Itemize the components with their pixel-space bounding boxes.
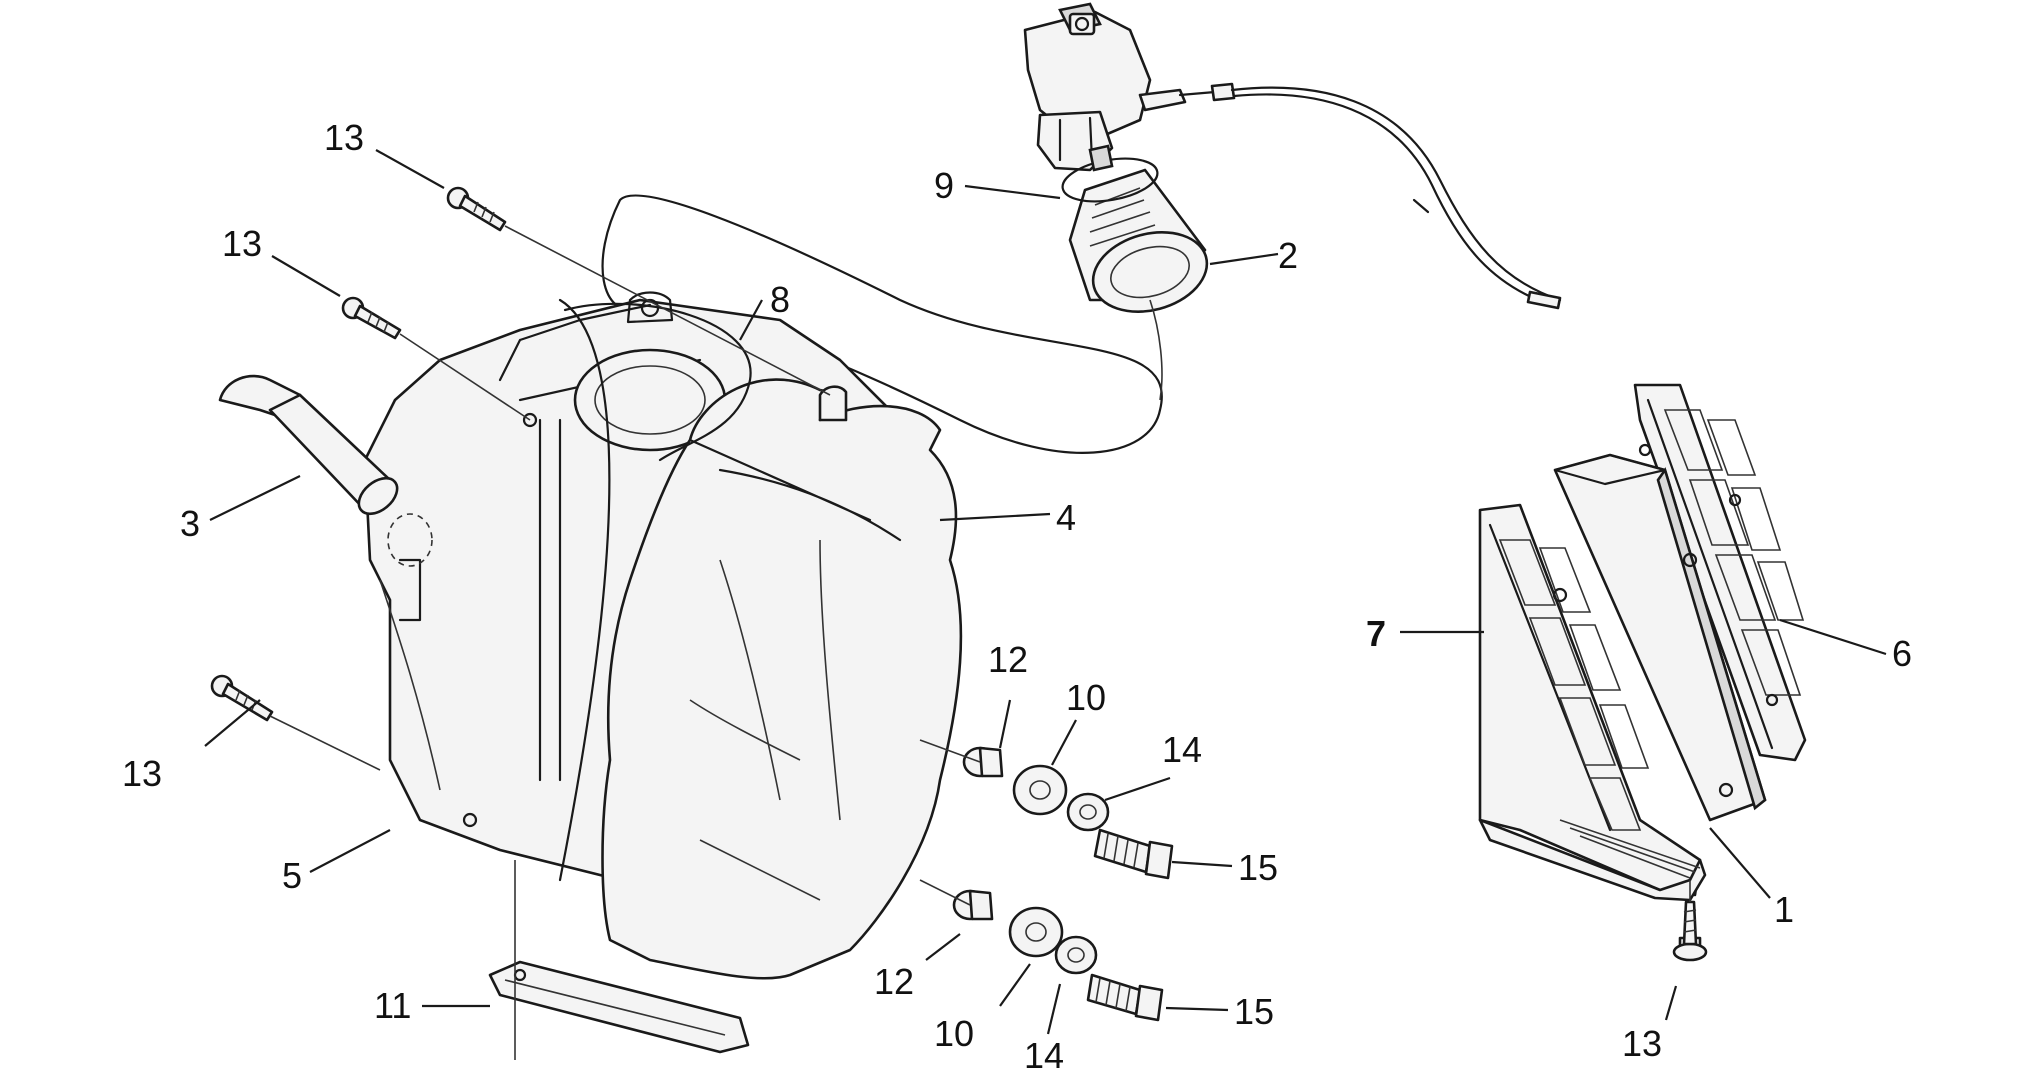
callout-10-bottom: 10 xyxy=(934,1013,974,1054)
callout-11: 11 xyxy=(374,985,411,1026)
callout-1: 1 xyxy=(1774,889,1794,930)
callout-8: 8 xyxy=(770,279,790,320)
callout-13-top2: 13 xyxy=(222,223,262,264)
callout-12-bottom: 12 xyxy=(874,961,914,1002)
leader-lines xyxy=(204,149,1887,1035)
callout-4: 4 xyxy=(1056,497,1076,538)
intake-sleeve xyxy=(1068,168,1209,313)
callout-3: 3 xyxy=(180,503,200,544)
callout-14-top: 14 xyxy=(1162,729,1202,770)
callout-2: 2 xyxy=(1278,235,1298,276)
callout-15-bottom: 15 xyxy=(1234,991,1274,1032)
hose-clamp xyxy=(1061,144,1159,203)
callout-14-bottom: 14 xyxy=(1024,1035,1064,1069)
callout-7: 7 xyxy=(1366,613,1386,654)
throttle-cable xyxy=(1210,82,1562,310)
gasket xyxy=(488,960,750,1054)
screw-right xyxy=(1672,900,1708,962)
filter-frame-rear xyxy=(1633,383,1807,762)
filter-cover xyxy=(558,298,963,980)
filter-element xyxy=(1553,453,1767,822)
callout-10-top: 10 xyxy=(1066,677,1106,718)
carburetor xyxy=(1023,2,1217,172)
assembly-lines xyxy=(269,225,1691,1060)
callout-15-top: 15 xyxy=(1238,847,1278,888)
drain-pipe xyxy=(218,374,433,567)
callout-9: 9 xyxy=(934,165,954,206)
callout-13-right: 13 xyxy=(1622,1023,1662,1064)
fastener-set-bottom xyxy=(952,889,1164,1022)
callout-13-left: 13 xyxy=(122,753,162,794)
callout-5: 5 xyxy=(282,855,302,896)
screw-top2 xyxy=(341,296,402,340)
fastener-set-top xyxy=(962,746,1174,880)
filter-frame-front xyxy=(1478,503,1707,902)
screw-left xyxy=(210,674,274,722)
screw-top1 xyxy=(446,186,507,232)
callout-13-top1: 13 xyxy=(324,117,364,158)
callout-labels: 13 13 3 13 5 11 8 9 2 4 12 10 14 15 12 1… xyxy=(122,117,1912,1069)
callout-12-top: 12 xyxy=(988,639,1028,680)
callout-6: 6 xyxy=(1892,633,1912,674)
